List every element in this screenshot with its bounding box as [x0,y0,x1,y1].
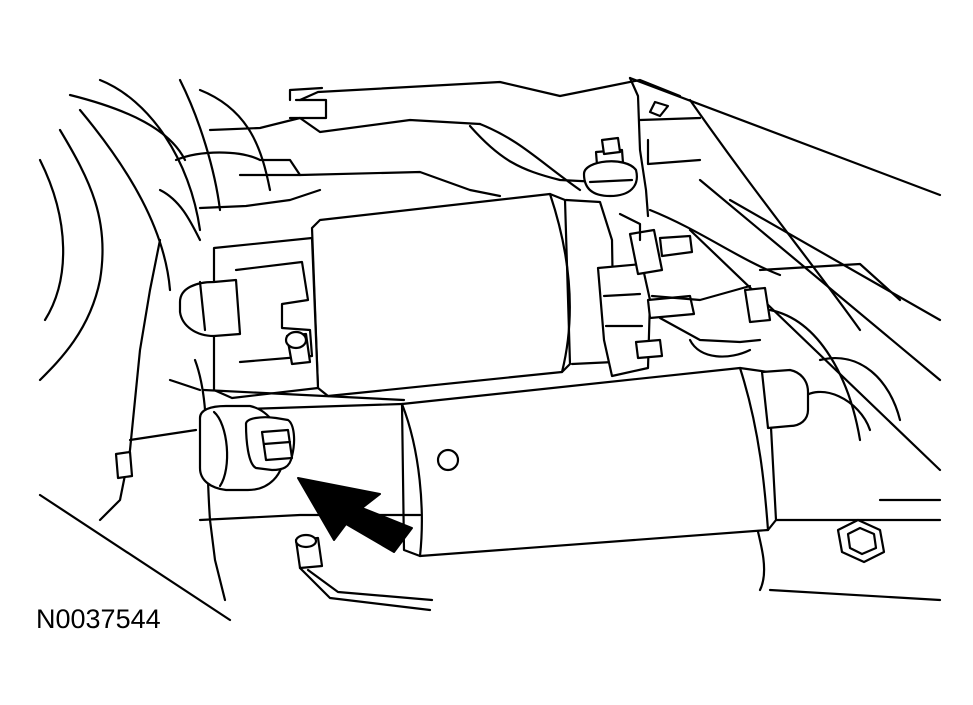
frame-rails [628,76,942,602]
lower-bracket [294,533,434,612]
starter-motor-body [114,366,810,558]
figure-id-label: N0037544 [36,604,161,634]
star-icon [648,100,670,118]
starter-mounting-bolt [198,404,296,492]
starter-solenoid [178,192,616,400]
frame-hex-bolt [836,518,886,564]
solenoid-terminals [582,136,772,378]
arrow-icon [297,477,413,553]
engine-housing-outline [158,76,702,242]
